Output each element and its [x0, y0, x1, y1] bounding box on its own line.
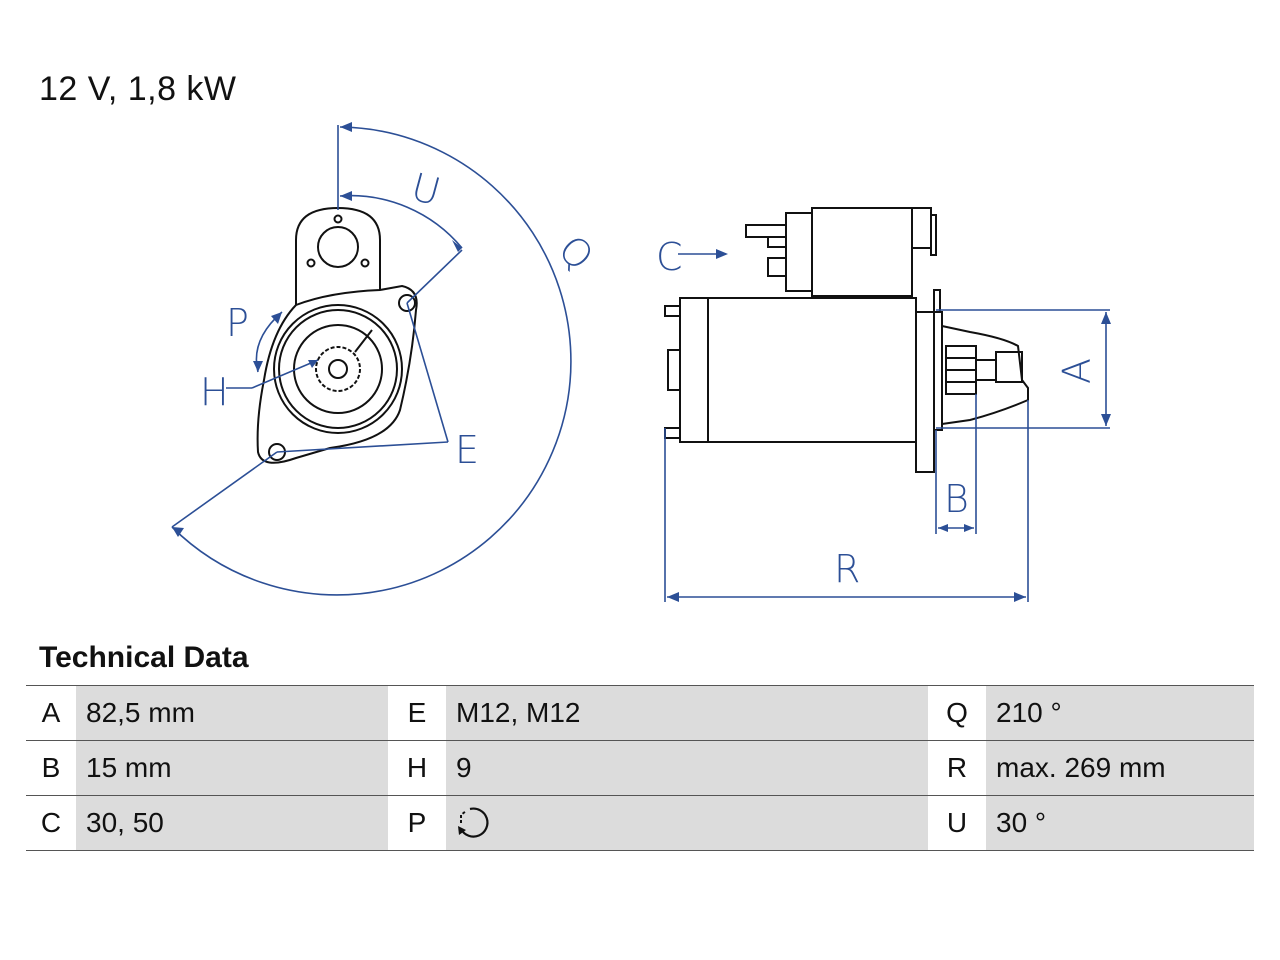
- rotation-clockwise-icon: [458, 807, 489, 838]
- table-row: B 15 mm H 9 R max. 269 mm: [26, 740, 1254, 796]
- flange-outline: [256, 284, 418, 464]
- label-p: P: [226, 301, 249, 345]
- spec-key: H: [388, 740, 446, 796]
- table-row: A 82,5 mm E M12, M12 Q 210 °: [26, 685, 1254, 741]
- section-title: Technical Data: [39, 641, 249, 674]
- spec-value: 9: [446, 740, 928, 796]
- front-dimensions: [171, 122, 572, 596]
- spec-key: E: [388, 685, 446, 741]
- front-view: [256, 206, 418, 464]
- label-c: C: [656, 235, 683, 279]
- spec-key: A: [26, 685, 76, 741]
- motor-body: [707, 297, 917, 443]
- label-u: U: [407, 165, 445, 215]
- label-h: H: [200, 370, 229, 414]
- product-title: 12 V, 1,8 kW: [39, 70, 237, 108]
- spec-value: 30 °: [986, 795, 1254, 851]
- spec-key: B: [26, 740, 76, 796]
- spec-value: 82,5 mm: [76, 685, 388, 741]
- label-b: B: [944, 477, 969, 521]
- starter-motor-drawing: U Q P H E C A B R: [171, 122, 1111, 602]
- label-q: Q: [550, 227, 602, 279]
- label-a: A: [1055, 358, 1099, 384]
- spec-value: max. 269 mm: [986, 740, 1254, 796]
- solenoid-body: [811, 207, 913, 297]
- spec-key: U: [928, 795, 986, 851]
- table-row: C 30, 50 P U 30 °: [26, 795, 1254, 851]
- spec-value: 15 mm: [76, 740, 388, 796]
- side-flange: [915, 311, 935, 473]
- spec-value: 210 °: [986, 685, 1254, 741]
- ear-hole: [317, 226, 359, 268]
- spec-key: R: [928, 740, 986, 796]
- side-dimensions: [664, 249, 1111, 602]
- spec-key: Q: [928, 685, 986, 741]
- u-angle-arc: [339, 194, 463, 249]
- side-view: [664, 207, 1029, 473]
- technical-data-table: A 82,5 mm E M12, M12 Q 210 ° B 15 mm H 9…: [26, 685, 1254, 851]
- nose-housing: [941, 325, 1029, 425]
- pinion-gear: [315, 346, 361, 392]
- spec-value-rotation: [446, 795, 928, 851]
- spec-key: P: [388, 795, 446, 851]
- spec-key: C: [26, 795, 76, 851]
- label-e: E: [455, 428, 479, 472]
- spec-value: 30, 50: [76, 795, 388, 851]
- label-r: R: [834, 547, 860, 591]
- flange-hole-upper: [398, 294, 416, 312]
- spec-value: M12, M12: [446, 685, 928, 741]
- q-angle-arc: [171, 126, 572, 596]
